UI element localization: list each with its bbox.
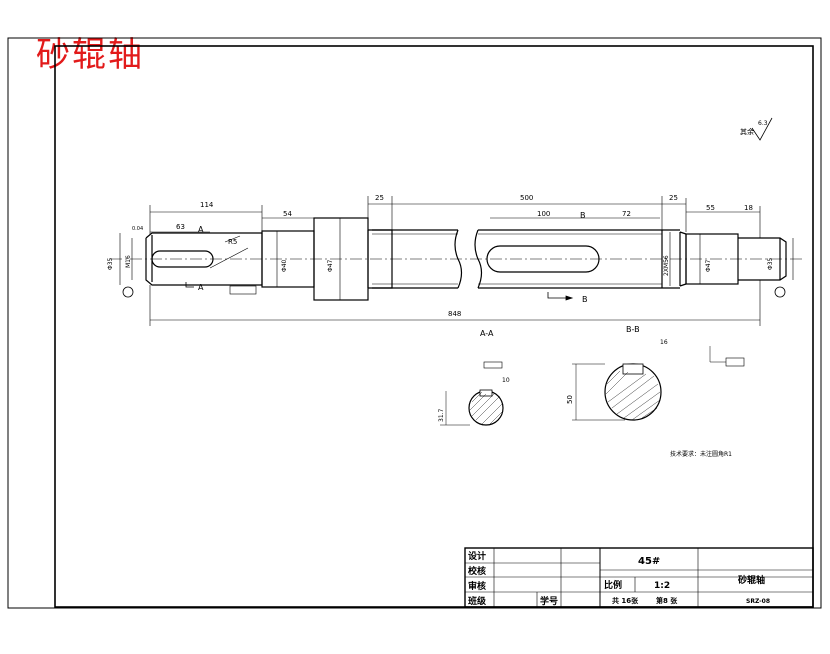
marker-b-top: B: [580, 211, 586, 220]
tb-scale-label: 比例: [604, 579, 622, 591]
tb-sheet-no: 第8 张: [656, 596, 678, 605]
tolerance-frames: [229, 285, 745, 369]
technical-note: 技术要求：未注圆角R1: [670, 450, 732, 458]
diameter-47-right: Φ47: [705, 259, 712, 272]
outer-frame: [7, 37, 822, 609]
marker-a-top: A: [198, 225, 204, 234]
section-markers: A A B B: [198, 211, 588, 304]
dim-500: 500: [520, 194, 533, 202]
roughness-symbol: 其余 6.3: [740, 117, 773, 141]
section-aa-title: A-A: [480, 329, 494, 338]
tb-reviewer-label: 审核: [468, 580, 486, 592]
dim-114: 114: [200, 201, 214, 209]
section-bb-width: 16: [660, 339, 668, 346]
marker-b-bottom: B: [582, 295, 588, 304]
section-bb: B-B 50 16: [566, 325, 726, 421]
diameter-labels: Φ35 M16 Φ40 Φ47 2XM56 Φ47 Φ35: [107, 255, 774, 276]
thread-2xm56: 2XM56: [663, 255, 670, 276]
title-block: [464, 547, 814, 608]
tb-student-no-label: 学号: [540, 595, 558, 607]
shaft-outline: [145, 217, 787, 301]
marker-a-bottom: A: [198, 283, 204, 292]
tb-part-name: 砂辊轴: [738, 574, 765, 586]
svg-text:6.3: 6.3: [758, 120, 768, 127]
dim-848: 848: [448, 310, 461, 318]
dim-25-left: 25: [375, 194, 384, 202]
drawing-title: 砂辊轴: [36, 35, 144, 75]
thread-lines: [372, 233, 662, 285]
dim-r5: R5: [228, 238, 237, 246]
title-block-texts: 设计 校核 审核 班级 学号 45# 比例 1:2 砂辊轴 共 16张 第8 张…: [468, 550, 770, 607]
section-aa-width: 10: [502, 377, 510, 384]
section-aa-depth: 31.7: [438, 408, 445, 422]
diameter-35: Φ35: [107, 257, 114, 270]
dim-25-right: 25: [669, 194, 678, 202]
inner-frame: [54, 45, 814, 608]
dim-bevel: 0.04: [132, 226, 143, 232]
tb-checker-label: 校核: [468, 565, 486, 577]
datum-circles: [122, 286, 786, 298]
tb-drawing-no: SRZ-08: [746, 598, 770, 605]
dimension-lines: [119, 196, 794, 326]
dim-63: 63: [176, 223, 185, 231]
thread-m16: M16: [125, 255, 132, 268]
tb-class-label: 班级: [468, 595, 487, 607]
section-arrows: [185, 282, 574, 301]
dim-72: 72: [622, 210, 631, 218]
tb-scale-value: 1:2: [654, 581, 670, 591]
section-aa: A-A 31.7 10: [438, 329, 510, 426]
dim-18: 18: [744, 204, 753, 212]
dim-100: 100: [537, 210, 550, 218]
dim-54: 54: [283, 210, 292, 218]
dim-55: 55: [706, 204, 715, 212]
section-bb-depth: 50: [566, 395, 574, 404]
diameter-35-right: Φ35: [767, 257, 774, 270]
diameter-47: Φ47: [327, 259, 334, 272]
tb-material: 45#: [638, 556, 660, 567]
section-bb-title: B-B: [626, 325, 640, 334]
tb-designer-label: 设计: [468, 550, 486, 562]
dimension-texts: 114 63 54 25 500 100 72 25 55 18 848 R5 …: [132, 194, 753, 318]
tb-sheets: 共 16张: [612, 596, 639, 605]
svg-text:其余: 其余: [740, 127, 754, 136]
diameter-40: Φ40: [281, 259, 288, 272]
